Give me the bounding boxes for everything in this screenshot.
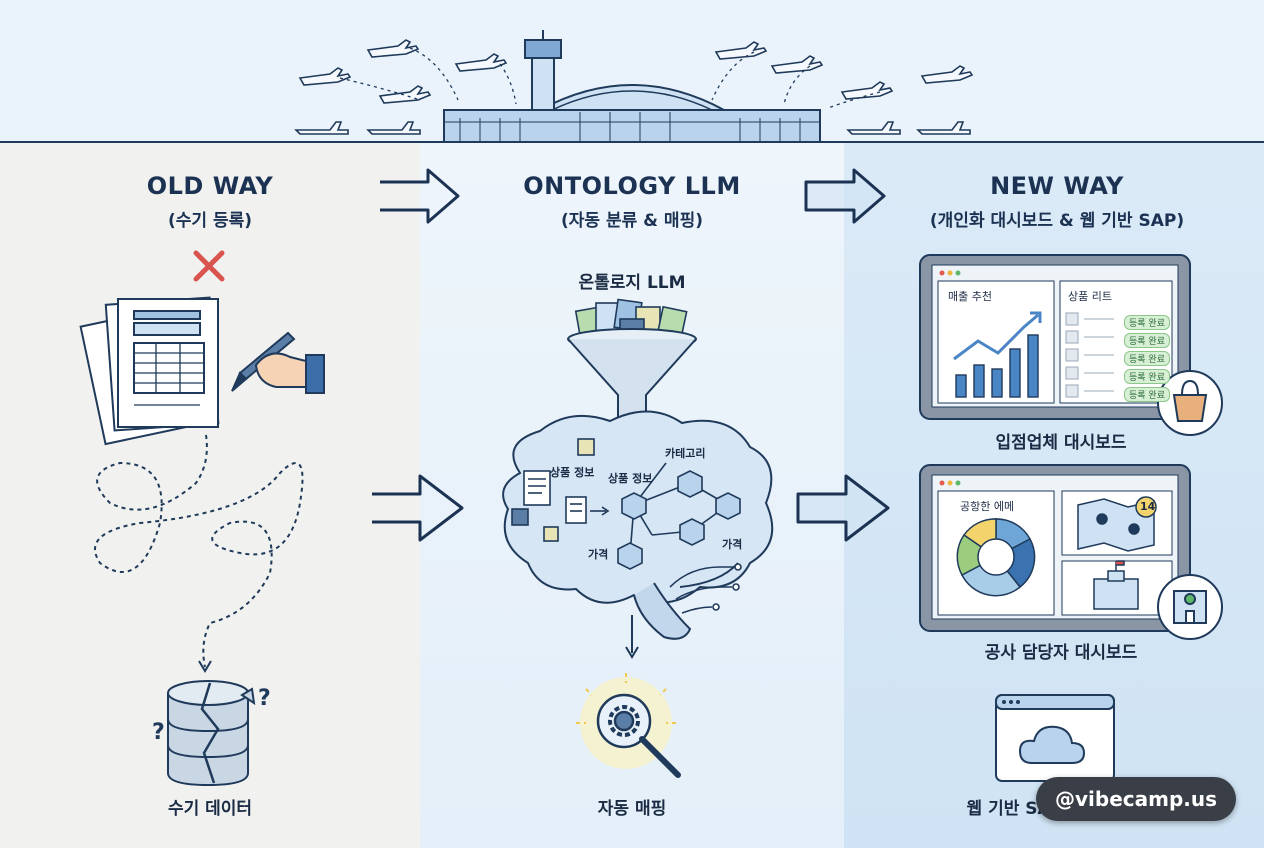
arrow-right-icon	[796, 474, 890, 542]
product-doc-icons	[511, 438, 610, 542]
broken-database-icon	[167, 680, 256, 787]
corp-donut-chart	[956, 518, 1036, 597]
building-icon	[1093, 560, 1139, 610]
old-way-illustration: ? ?	[79, 250, 325, 787]
vendor-list-title: 상품 리트	[1068, 290, 1112, 303]
shopping-bag-badge	[1157, 370, 1223, 436]
brain-icon	[502, 410, 774, 640]
airport-scene	[294, 30, 974, 143]
brain-label-price-right: 가격	[722, 538, 743, 551]
corp-dashboard-label: 공사 담당자 대시보드	[984, 643, 1138, 663]
tangled-path	[94, 434, 304, 668]
old-way-header: OLD WAY (수기 등록)	[60, 172, 360, 231]
terminal-building	[443, 30, 821, 143]
ground-line	[0, 141, 1264, 143]
corp-chart-title: 공항한 에메	[960, 500, 1015, 513]
paper-documents-icon	[79, 296, 220, 446]
vendor-bar-chart	[953, 311, 1042, 398]
magnifier-gear-icon	[596, 693, 681, 778]
cloud-icon	[1018, 725, 1086, 764]
question-mark-icon: ?	[258, 686, 271, 711]
brain-label-product-left: 상품 정보	[550, 466, 595, 479]
map-badge-number: 14	[1140, 500, 1156, 513]
question-mark-icon: ?	[152, 720, 165, 745]
close-icon	[193, 250, 225, 282]
new-way-illustration	[919, 254, 1223, 782]
ontology-bottom-label: 자동 매핑	[597, 799, 667, 819]
ontology-subtitle: (자동 분류 & 매핑)	[561, 211, 703, 231]
status-badge: 등록 완료	[1124, 315, 1170, 330]
flight-paths	[339, 47, 881, 109]
brain-label-price-left: 가격	[588, 548, 609, 561]
ontology-title: ONTOLOGY LLM	[523, 172, 741, 200]
status-badge: 등록 완료	[1124, 333, 1170, 348]
knowledge-graph	[617, 462, 741, 570]
status-badge: 등록 완료	[1124, 369, 1170, 384]
vendor-dashboard-label: 입점업체 대시보드	[995, 433, 1127, 453]
glow-rays	[576, 673, 676, 724]
old-way-bottom-label: 수기 데이터	[167, 799, 253, 819]
map-icon	[1077, 496, 1157, 552]
brain-label-category: 카테고리	[665, 447, 706, 460]
new-way-header: NEW WAY (개인화 대시보드 & 웹 기반 SAP)	[880, 172, 1234, 231]
arrow-right-icon	[380, 168, 460, 224]
arrow-right-icon	[372, 474, 464, 542]
arrow-right-icon	[804, 168, 886, 224]
vendor-chart-title: 매출 추천	[948, 290, 992, 303]
watermark-badge: @vibecamp.us	[1036, 777, 1236, 821]
brain-label-product-right: 상품 정보	[608, 472, 653, 485]
ontology-header: ONTOLOGY LLM (자동 분류 & 매핑)	[482, 172, 782, 231]
hand-pen-icon	[231, 331, 325, 394]
funnel-label: 온톨로지 LLM	[578, 273, 686, 293]
new-way-subtitle: (개인화 대시보드 & 웹 기반 SAP)	[929, 211, 1185, 231]
vendor-list-rows	[1065, 312, 1114, 398]
ontology-illustration	[502, 298, 774, 778]
web-browser-icon	[995, 694, 1115, 782]
airplane-icons	[294, 39, 974, 135]
building-badge	[1157, 574, 1223, 640]
new-way-title: NEW WAY	[990, 172, 1124, 200]
old-way-title: OLD WAY	[146, 172, 274, 200]
status-badge: 등록 완료	[1124, 387, 1170, 402]
old-way-subtitle: (수기 등록)	[167, 211, 253, 231]
circuit-lines	[669, 563, 742, 614]
status-badge: 등록 완료	[1124, 351, 1170, 366]
funnel-icon	[567, 328, 697, 424]
